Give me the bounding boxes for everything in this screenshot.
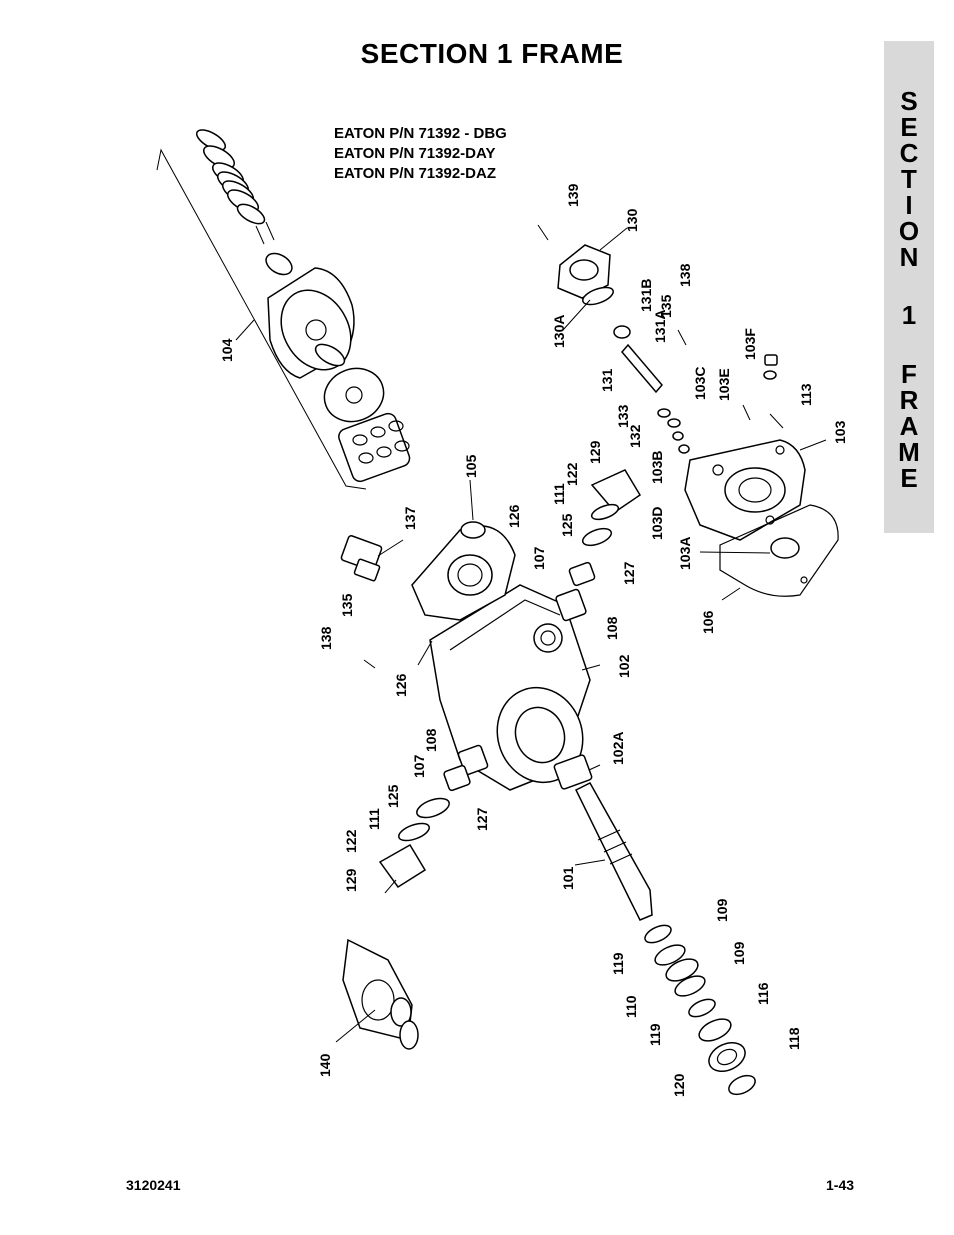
callout-label: 111 [366, 808, 382, 830]
callout-label: 104 [219, 338, 235, 362]
callout-label: 130A [551, 315, 567, 348]
callout-label: 108 [423, 728, 439, 752]
callout-label: 109 [714, 898, 730, 922]
callout-label: 103F [742, 328, 758, 360]
callout-label: 109 [731, 941, 747, 965]
callout-label: 137 [402, 506, 418, 530]
callout-label: 122 [343, 829, 359, 853]
callout-label: 125 [385, 784, 401, 808]
rotating-group-104 [195, 129, 411, 483]
eaton-part-number: EATON P/N 71392-DAZ [334, 165, 496, 182]
callout-label: 103E [716, 368, 732, 401]
tab-letter: I [905, 190, 913, 220]
tab-letter: M [898, 437, 920, 467]
tab-letter: S [900, 86, 918, 116]
bearing-group [644, 924, 756, 1096]
document-number: 3120241 [126, 1177, 181, 1193]
cover-122-upper [555, 469, 642, 622]
tab-letter: 1 [901, 300, 917, 330]
end-plate-103 [684, 439, 806, 541]
page-number: 1-43 [826, 1177, 855, 1193]
tab-letter: A [899, 411, 919, 441]
callout-label: 113 [798, 383, 814, 406]
callout-label: 126 [506, 504, 522, 528]
callout-label: 131 [599, 368, 615, 392]
tab-letter: R [899, 385, 919, 415]
callout-label: 131A [652, 310, 668, 343]
callout-label: 103 [832, 420, 848, 444]
tab-letter: T [901, 164, 917, 194]
bracket-104 [156, 148, 367, 490]
callout-label: 101 [560, 866, 576, 890]
tab-letter: N [899, 242, 919, 272]
callout-label: 133 [615, 404, 631, 428]
callout-label: 135 [339, 593, 355, 617]
callout-label: 102 [616, 654, 632, 678]
callout-label: 103D [649, 507, 665, 540]
callout-label: 138 [318, 626, 334, 650]
callout-label: 138 [677, 263, 693, 287]
leader-lines [335, 227, 827, 1043]
callout-label: 119 [647, 1023, 663, 1046]
eaton-part-number: EATON P/N 71392-DAY [334, 145, 496, 162]
callout-label: 103B [649, 451, 665, 484]
callout-label: 130 [624, 208, 640, 232]
callout-label: 139 [565, 183, 581, 207]
callout-label: 107 [411, 754, 427, 778]
callout-label: 129 [343, 868, 359, 892]
seals-group [657, 354, 778, 454]
eaton-part-number: EATON P/N 71392 - DBG [334, 125, 507, 142]
tab-letter: F [901, 359, 917, 389]
housing-102 [429, 584, 591, 791]
callout-label: 111 [551, 483, 567, 505]
callout-labels: 104 105 137 135 138 126 139 130 130A 131… [219, 183, 848, 1097]
callout-label: 103A [677, 537, 693, 570]
callout-label: 127 [621, 561, 637, 585]
cover-130 [537, 224, 614, 306]
tab-letter: O [898, 216, 920, 246]
callout-label: 110 [623, 995, 639, 1018]
tab-letter: C [899, 138, 919, 168]
page-title: SECTION 1 FRAME [360, 38, 624, 69]
end-cap-105 [411, 521, 516, 621]
callout-label: 132 [627, 424, 643, 448]
shaft-131 [613, 325, 687, 394]
callout-label: 135 [658, 294, 674, 318]
section-tab: S E C T I O N 1 F R A M E [884, 41, 934, 533]
callout-label: 118 [786, 1027, 802, 1050]
solenoid-137 [340, 535, 383, 582]
callout-label: 131B [638, 279, 654, 312]
gasket-106 [719, 504, 839, 597]
callout-label: 140 [317, 1053, 333, 1077]
callout-label: 105 [463, 454, 479, 478]
callout-label: 122 [564, 462, 580, 486]
callout-label: 127 [474, 807, 490, 831]
callout-label: 119 [610, 952, 626, 975]
callout-label: 120 [671, 1073, 687, 1097]
callout-label: 126 [393, 673, 409, 697]
callout-label: 108 [604, 616, 620, 640]
callout-label: 103C [692, 367, 708, 400]
tab-letter: E [900, 463, 918, 493]
callout-label: 129 [587, 440, 603, 464]
seal-kit-140 [342, 938, 419, 1050]
tab-letter: E [900, 112, 918, 142]
shaft-101 [553, 754, 653, 921]
lower-left-parts [378, 744, 489, 894]
callout-label: 107 [531, 546, 547, 570]
callout-label: 125 [559, 513, 575, 537]
callout-label: 102A [610, 732, 626, 765]
callout-label: 116 [755, 982, 771, 1005]
callout-label: 106 [700, 610, 716, 634]
